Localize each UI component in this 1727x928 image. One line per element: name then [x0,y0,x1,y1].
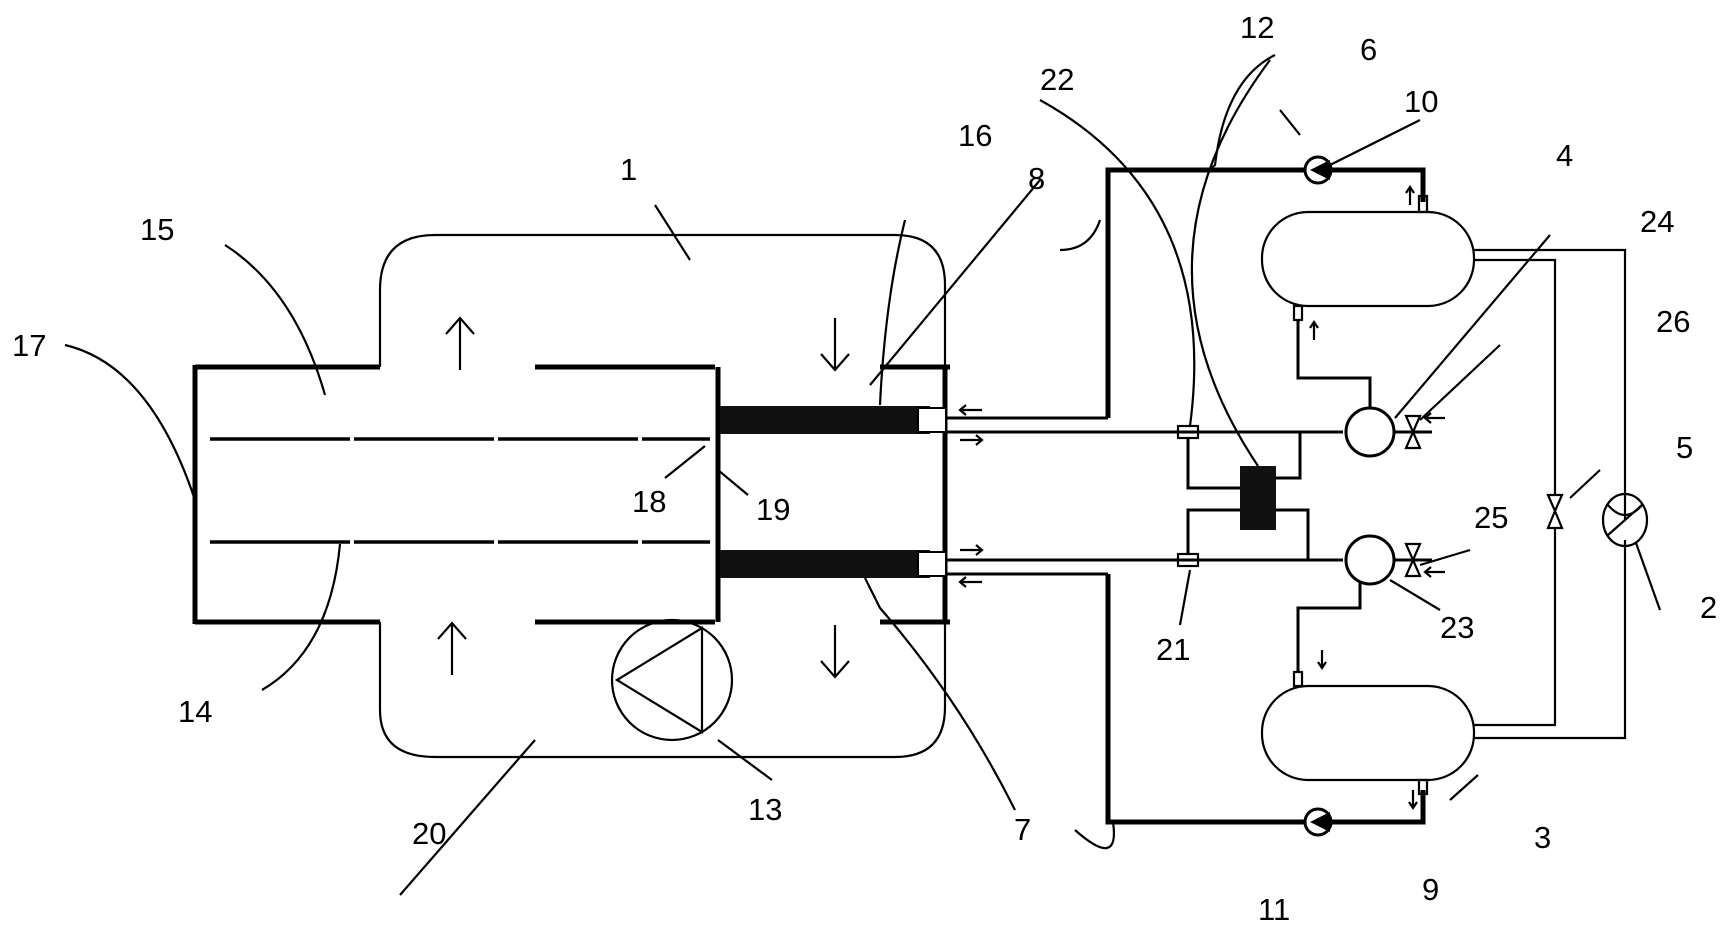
label-10: 10 [1404,84,1438,119]
label-14: 14 [178,694,212,729]
label-16: 16 [958,118,992,153]
label-8: 8 [1028,161,1045,196]
label-24: 24 [1640,204,1674,239]
pump-10 [1303,155,1333,185]
fan-icon [610,618,734,742]
label-15: 15 [140,212,174,247]
label-2: 2 [1700,590,1717,625]
heat-exchanger-lower [720,550,930,578]
airflow-arrow-up-top [445,316,475,370]
label-19: 19 [756,492,790,527]
label-5: 5 [1676,430,1693,465]
label-20: 20 [412,816,446,851]
exchanger-23 [1344,534,1396,586]
label-25: 25 [1474,500,1508,535]
label-11: 11 [1258,892,1290,927]
label-18: 18 [632,484,666,519]
device-6 [1240,466,1276,530]
label-4: 4 [1556,138,1573,173]
exchanger-24 [1344,406,1396,458]
label-22: 22 [1040,62,1074,97]
pump-9 [1303,807,1333,837]
leader-lines [64,54,1662,896]
tank-3 [1260,684,1476,782]
compressor-2 [1601,492,1649,548]
label-6: 6 [1360,32,1377,67]
label-17: 17 [12,328,46,363]
label-23: 23 [1440,610,1474,645]
label-7: 7 [1014,812,1031,847]
airflow-arrow-down-top [820,318,850,372]
heat-exchanger-upper [720,406,930,434]
label-9: 9 [1422,872,1439,907]
tank-4 [1260,210,1476,308]
label-13: 13 [748,792,782,827]
label-3: 3 [1534,820,1551,855]
airflow-arrow-down-bottom [820,625,850,679]
airflow-arrow-up-bottom [437,621,467,675]
label-21: 21 [1156,632,1190,667]
label-12: 12 [1240,10,1274,45]
valve-25 [1404,542,1445,578]
label-1: 1 [620,152,637,187]
valve-26 [1404,412,1445,450]
valve-5 [1546,493,1564,530]
label-26: 26 [1656,304,1690,339]
